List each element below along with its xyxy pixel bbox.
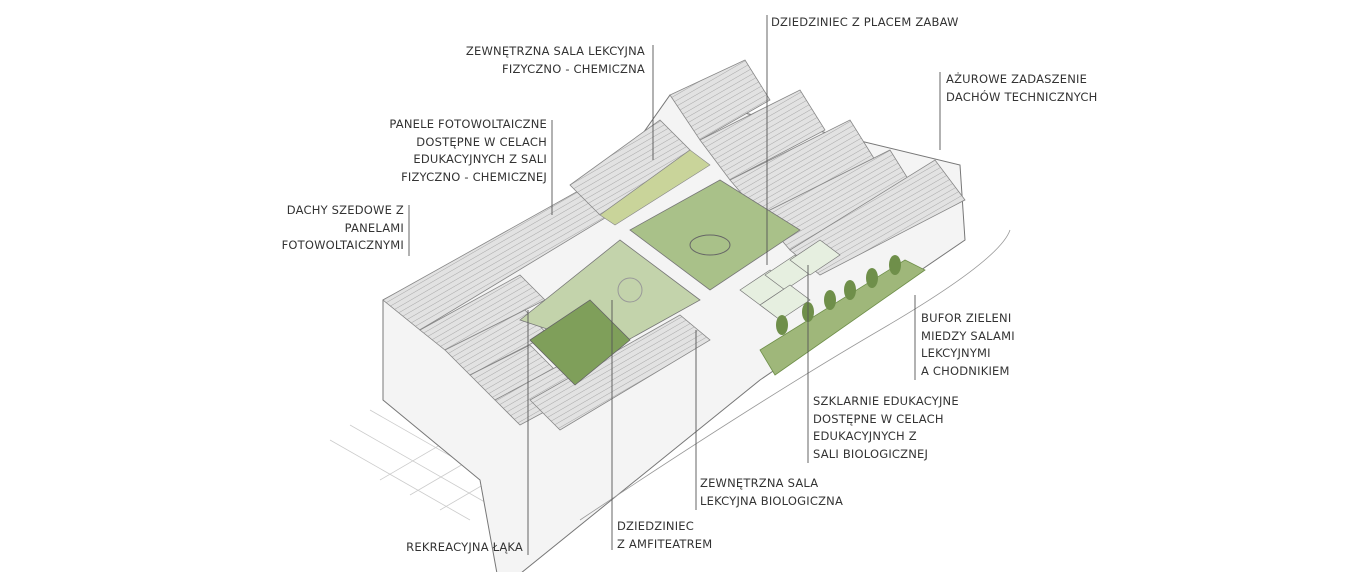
green-buffer — [759, 259, 926, 376]
courtyard-amphitheatre — [529, 299, 631, 386]
front-wing-roof — [529, 314, 711, 431]
label-line: BUFOR ZIELENI — [921, 311, 1012, 325]
label-line: DZIEDZINIEC — [617, 519, 695, 533]
sidewalk — [579, 229, 1011, 521]
label-line: REKREACYJNA ŁĄKA — [406, 540, 523, 554]
label-line: DACHÓW TECHNICZNYCH — [946, 89, 1098, 104]
label-greenhouses: SZKLARNIE EDUKACYJNE DOSTĘPNE W CELACH E… — [813, 393, 959, 463]
label-meadow: REKREACYJNA ŁĄKA — [406, 539, 523, 557]
label-line: EDUKACYJNYCH Z — [813, 429, 917, 443]
label-line: AŻUROWE ZADASZENIE — [946, 72, 1088, 86]
label-playground-courtyard: DZIEDZINIEC Z PLACEM ZABAW — [771, 14, 959, 32]
label-line: PANELE FOTOWOLTAICZNE — [389, 117, 547, 131]
greenhouses — [739, 239, 841, 321]
label-outdoor-physchem-classroom: ZEWNĘTRZNA SALA LEKCYJNA FIZYCZNO - CHEM… — [466, 43, 645, 78]
label-line: Z AMFITEATREM — [617, 536, 713, 551]
back-wing-roofs — [669, 59, 966, 276]
label-line: PANELAMI — [344, 220, 404, 235]
label-outdoor-bio-classroom: ZEWNĘTRZNA SALA LEKCYJNA BIOLOGICZNA — [700, 475, 843, 510]
label-line: LEKCYJNYMI — [921, 346, 991, 360]
label-line: MIEDZY SALAMI — [921, 328, 1015, 343]
label-line: FIZYCZNO - CHEMICZNEJ — [401, 169, 547, 184]
label-line: DACHY SZEDOWE Z — [286, 203, 404, 217]
leader-lines — [408, 15, 941, 555]
label-line: DOSTĘPNE W CELACH — [416, 134, 547, 149]
label-green-buffer: BUFOR ZIELENI MIEDZY SALAMI LEKCYJNYMI A… — [921, 310, 1015, 380]
label-line: SZKLARNIE EDUKACYJNE — [813, 394, 959, 408]
label-line: EDUKACYJNYCH Z SALI — [413, 152, 547, 166]
label-line: LEKCYJNA BIOLOGICZNA — [700, 493, 844, 508]
label-line: FIZYCZNO - CHEMICZNA — [502, 61, 645, 76]
roof-terrace — [599, 149, 711, 226]
label-amphitheatre-courtyard: DZIEDZINIEC Z AMFITEATREM — [617, 518, 712, 553]
label-line: DOSTĘPNE W CELACH — [813, 411, 944, 426]
trees — [776, 255, 901, 335]
label-line: SALI BIOLOGICZNEJ — [813, 446, 929, 461]
label-line: DZIEDZINIEC Z PLACEM ZABAW — [771, 15, 959, 29]
label-line: ZEWNĘTRZNA SALA LEKCYJNA — [465, 44, 645, 58]
label-line: A CHODNIKIEM — [921, 363, 1010, 378]
label-openwork-roofing: AŻUROWE ZADASZENIE DACHÓW TECHNICZNYCH — [946, 71, 1097, 106]
label-sawtooth-roofs: DACHY SZEDOWE Z PANELAMI FOTOWOLTAICZNYM… — [282, 202, 404, 255]
label-line: ZEWNĘTRZNA SALA — [700, 476, 819, 490]
label-line: FOTOWOLTAICZNYMI — [281, 238, 404, 252]
label-pv-panels: PANELE FOTOWOLTAICZNE DOSTĘPNE W CELACH … — [389, 116, 547, 186]
